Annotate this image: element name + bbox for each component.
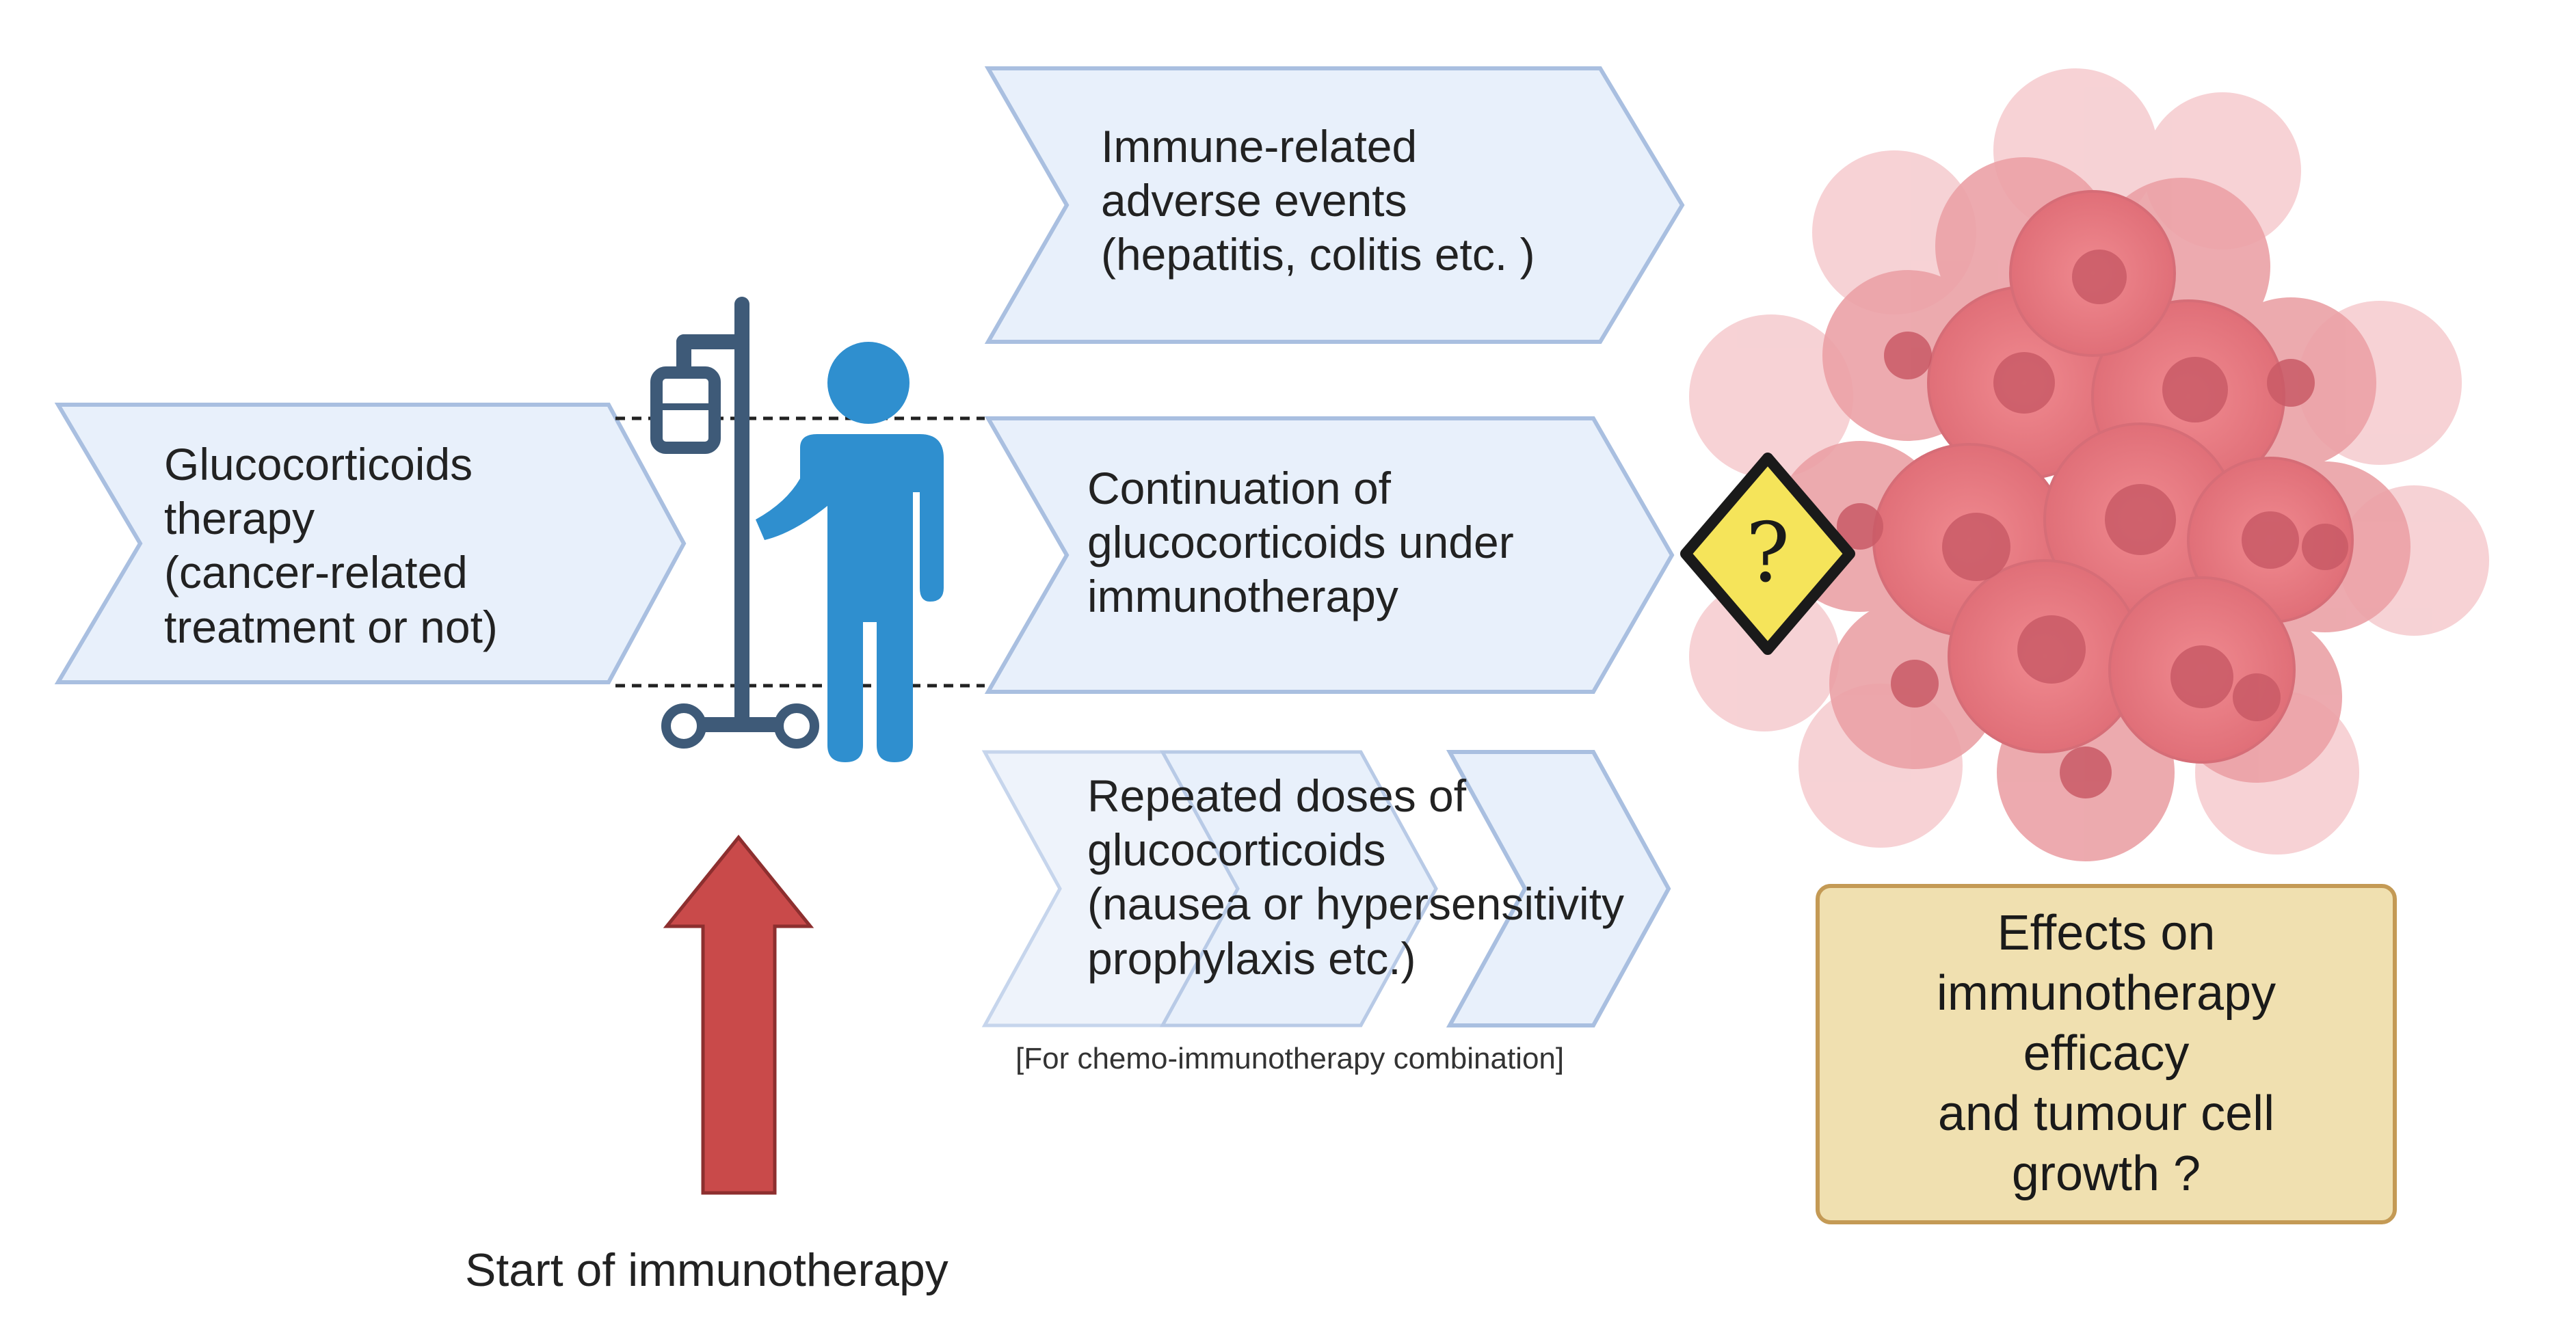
- effects-line-3: efficacy: [2023, 1026, 2190, 1081]
- effects-line-1: Effects on: [1997, 906, 2216, 961]
- glucocorticoids-chevron: [54, 403, 687, 684]
- effects-line-4: and tumour cell: [1937, 1086, 2275, 1141]
- patient-icon: [756, 342, 944, 762]
- continuation-line-3: immunotherapy: [1087, 571, 1398, 622]
- repeated-chevrons: [981, 750, 1671, 1027]
- glucocorticoids-text: Glucocorticoids therapy (cancer-related …: [164, 438, 498, 654]
- repeated-line-4: prophylaxis etc.): [1087, 932, 1416, 984]
- irae-line-2: adverse events: [1101, 175, 1407, 226]
- irae-chevron: [984, 66, 1685, 344]
- continuation-text: Continuation of glucocorticoids under im…: [1087, 461, 1514, 624]
- irae-line-3: (hepatitis, colitis etc. ): [1101, 229, 1535, 280]
- iv-drip-stand-icon: [650, 297, 819, 749]
- up-arrow-icon: [663, 835, 814, 1195]
- glucocorticoids-line-4: treatment or not): [164, 601, 498, 652]
- irae-line-1: Immune-related: [1101, 121, 1418, 172]
- repeated-line-3: (nausea or hypersensitivity: [1087, 878, 1625, 930]
- chemo-immunotherapy-note: [For chemo-immunotherapy combination]: [1015, 1042, 1565, 1075]
- glucocorticoids-line-1: Glucocorticoids: [164, 439, 473, 489]
- repeated-line-1: Repeated doses of: [1087, 770, 1467, 821]
- glucocorticoids-line-3: (cancer-related: [164, 547, 468, 598]
- glucocorticoids-line-2: therapy: [164, 493, 315, 544]
- repeated-chevron-3: [1446, 750, 1671, 1027]
- effects-line-2: immunotherapy: [1936, 966, 2276, 1021]
- effects-line-5: growth ?: [2011, 1146, 2201, 1201]
- continuation-line-1: Continuation of: [1087, 463, 1391, 513]
- warning-symbol: ?: [1746, 506, 1790, 601]
- repeated-chevron-2: [1159, 750, 1438, 1027]
- repeated-text: Repeated doses of glucocorticoids (nause…: [1087, 769, 1624, 986]
- continuation-chevron: [984, 416, 1675, 694]
- warning-diamond-icon: ?: [1680, 453, 1855, 655]
- repeated-line-2: glucocorticoids: [1087, 824, 1386, 876]
- continuation-line-2: glucocorticoids under: [1087, 517, 1514, 568]
- start-of-immunotherapy-label: Start of immunotherapy: [465, 1244, 948, 1296]
- tumour-cell-cluster-icon: [1689, 68, 2489, 861]
- effects-box: Effects on immunotherapy efficacy and tu…: [1816, 884, 2397, 1224]
- irae-text: Immune-related adverse events (hepatitis…: [1101, 120, 1535, 282]
